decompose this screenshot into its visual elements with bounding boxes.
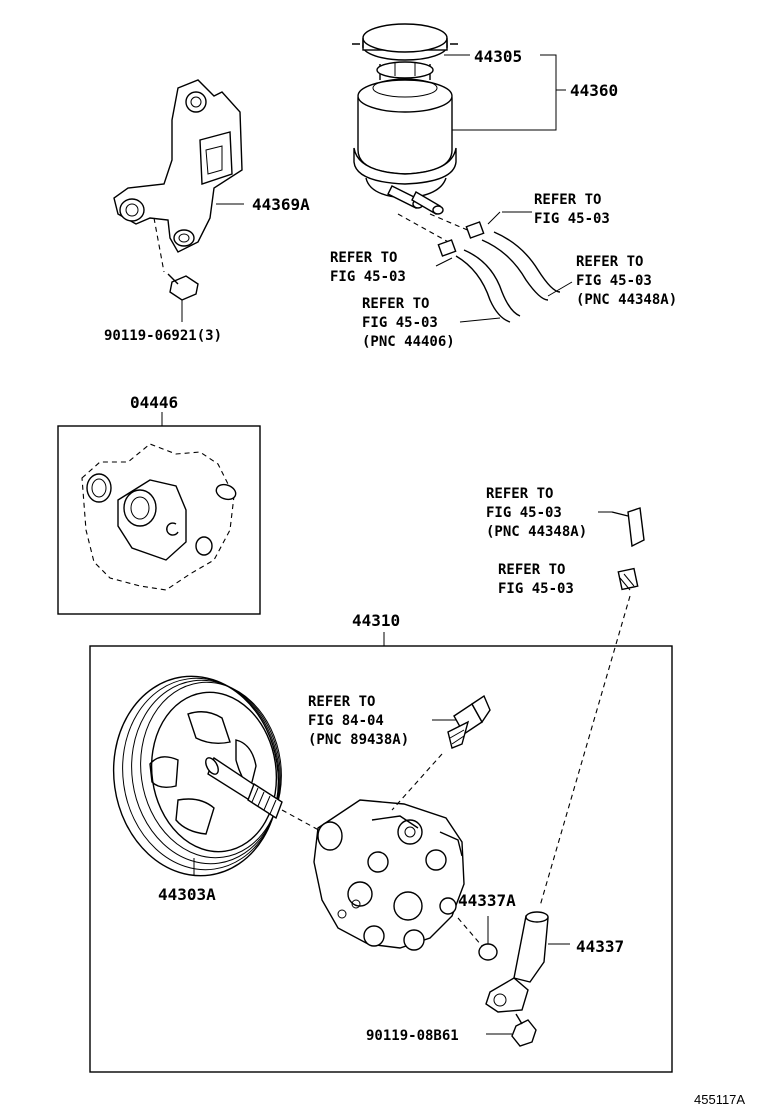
ref-d-line1: REFER TO	[362, 296, 429, 312]
pressure-sensor-drawing	[447, 694, 491, 749]
ref-f-line1: REFER TO	[498, 562, 565, 578]
ref-a-line2: FIG 45-03	[534, 211, 610, 227]
union-fitting-drawing	[485, 911, 570, 1013]
o-ring-drawing	[478, 943, 498, 961]
ref-a-line1: REFER TO	[534, 192, 601, 208]
gasket-kit-drawing	[81, 443, 237, 591]
bolt-90119-08B61-drawing	[511, 1013, 537, 1047]
ref-d-line3: (PNC 44406)	[362, 334, 455, 350]
hose-clamp-right-drawing	[611, 507, 645, 591]
ref-e-line1: REFER TO	[486, 486, 553, 502]
ref-c-line3: (PNC 44348A)	[576, 292, 677, 308]
ref-g-line3: (PNC 89438A)	[308, 732, 409, 748]
pump-assy-frame	[89, 645, 673, 1073]
label-44310: 44310	[352, 611, 400, 630]
label-44369A: 44369A	[252, 195, 310, 214]
figure-code: 455117A	[694, 1092, 745, 1107]
label-44337: 44337	[576, 937, 624, 956]
label-44337A: 44337A	[458, 891, 516, 910]
pump-body-drawing	[313, 799, 465, 951]
ref-f-line2: FIG 45-03	[498, 581, 574, 597]
label-44360: 44360	[570, 81, 618, 100]
ref-c-line2: FIG 45-03	[576, 273, 652, 289]
ref-g-line1: REFER TO	[308, 694, 375, 710]
pulley-drawing	[112, 675, 283, 877]
ref-d-line2: FIG 45-03	[362, 315, 438, 331]
label-04446: 04446	[130, 393, 178, 412]
ref-g-line2: FIG 84-04	[308, 713, 384, 729]
label-44303A: 44303A	[158, 885, 216, 904]
ref-e-line2: FIG 45-03	[486, 505, 562, 521]
label-90119-06921: 90119-06921(3)	[104, 328, 222, 344]
bolt-90119-06921-drawing	[167, 273, 199, 301]
ref-b-line1: REFER TO	[330, 250, 397, 266]
reservoir-tank-drawing	[352, 23, 561, 323]
ref-c-line1: REFER TO	[576, 254, 643, 270]
ref-e-line3: (PNC 44348A)	[486, 524, 587, 540]
label-44305: 44305	[474, 47, 522, 66]
ref-b-line2: FIG 45-03	[330, 269, 406, 285]
bracket-drawing	[113, 79, 243, 253]
gasket-kit-frame	[57, 425, 261, 615]
label-90119-08B61: 90119-08B61	[366, 1028, 459, 1044]
